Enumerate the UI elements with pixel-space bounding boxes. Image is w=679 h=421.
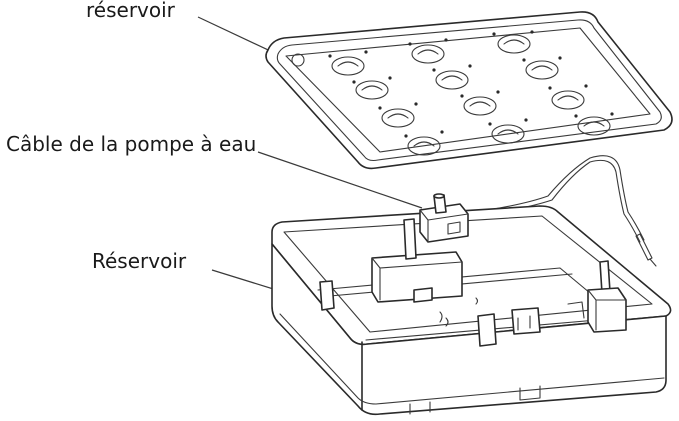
water-pump	[419, 193, 469, 243]
lid-plate	[265, 11, 673, 170]
reservoir-body	[271, 205, 672, 416]
pump-cable	[461, 155, 657, 267]
net-cup-holes	[331, 34, 611, 156]
lid-hole-icon	[291, 53, 305, 67]
leader-line-cable	[257, 151, 423, 209]
label-reservoir: Réservoir	[92, 249, 187, 273]
label-pump-cable: Câble de la pompe à eau	[6, 132, 257, 156]
label-lid: réservoir	[86, 0, 175, 22]
lid-dots	[328, 30, 614, 138]
